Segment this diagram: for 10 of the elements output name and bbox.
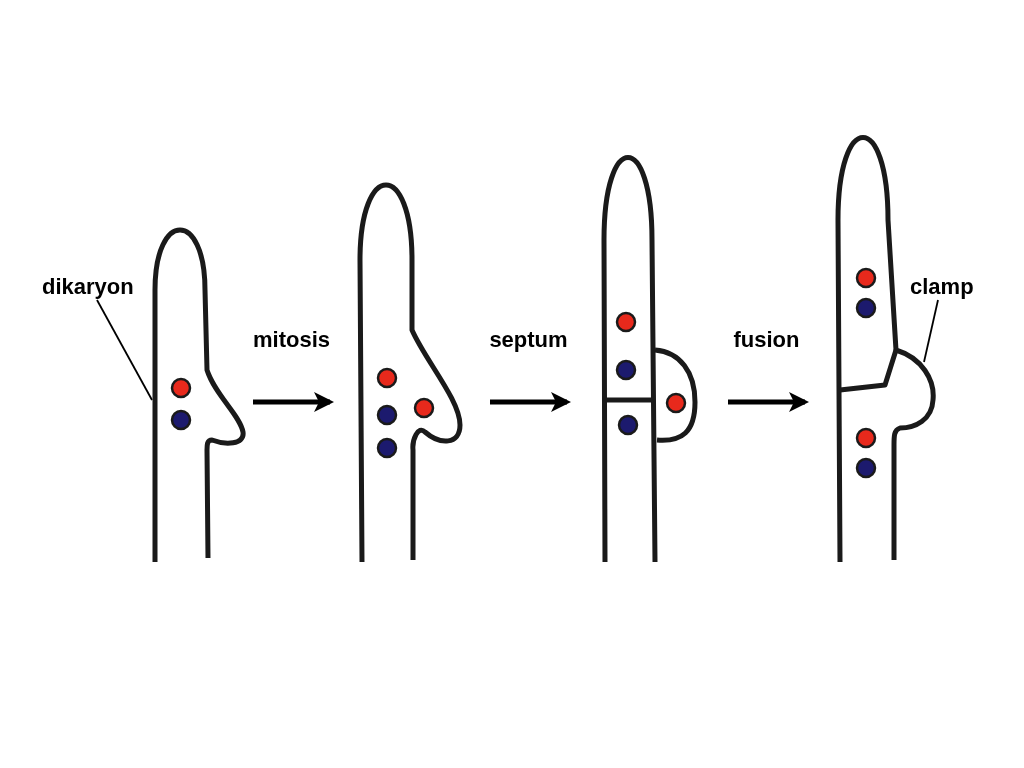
- arrow: [728, 392, 809, 412]
- edge-label: fusion: [733, 326, 800, 354]
- arrow: [253, 392, 334, 412]
- edge-label: mitosis: [253, 326, 330, 354]
- callout-label: clamp: [910, 272, 974, 302]
- callout-label: dikaryon: [42, 272, 134, 302]
- edge-label: septum: [489, 326, 568, 354]
- leader-line: [96, 299, 153, 401]
- leader-line: [923, 299, 939, 363]
- arrow: [490, 392, 571, 412]
